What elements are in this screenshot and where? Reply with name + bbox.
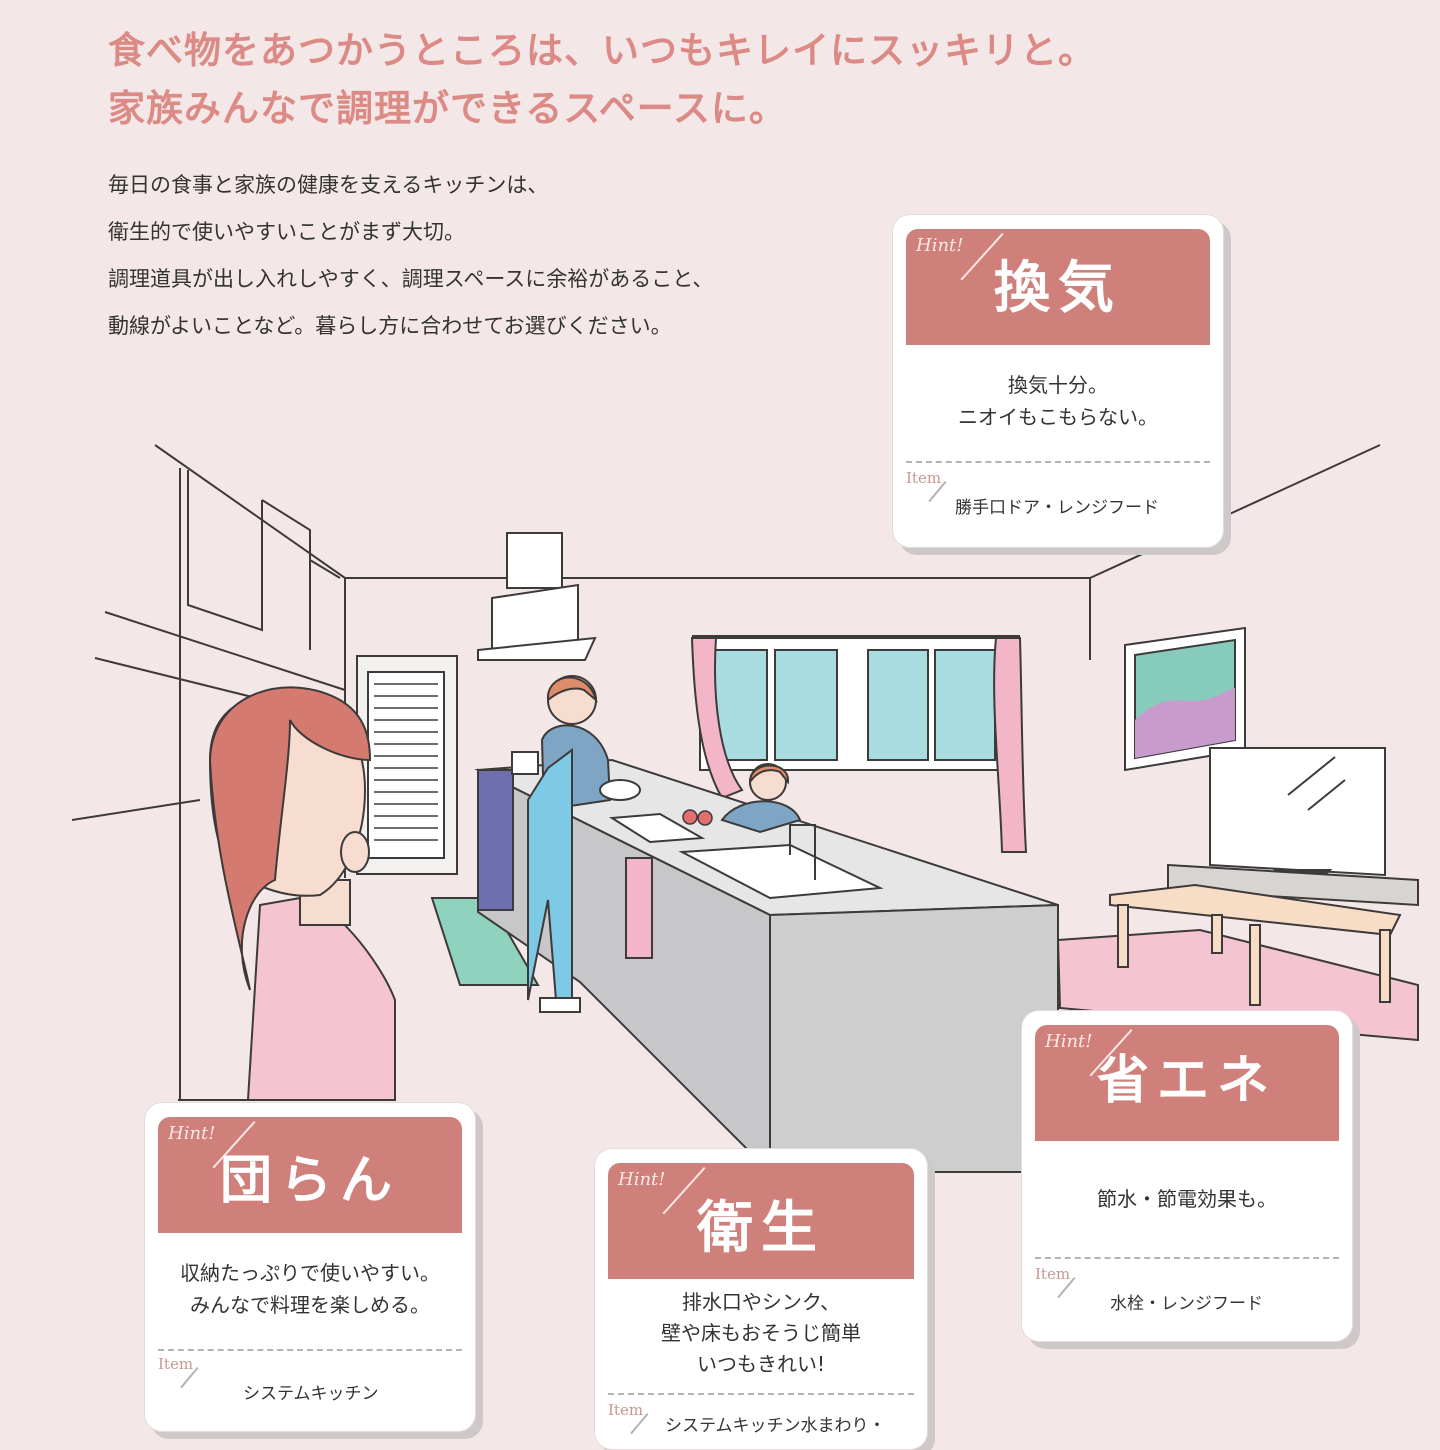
- hint-body: 収納たっぷりで使いやすい。 みんなで料理を楽しめる。: [145, 1257, 475, 1321]
- hint-title: 換気: [994, 256, 1122, 321]
- hint-title: 団らん: [219, 1151, 400, 1211]
- headline: 食べ物をあつかうところは、いつもキレイにスッキリと。 家族みんなで調理ができるス…: [108, 22, 1096, 138]
- item-text: 勝手口ドア・レンジフード: [955, 498, 1159, 518]
- hint-label: Hint!: [618, 1169, 666, 1190]
- item-label: Item: [1035, 1265, 1071, 1283]
- item-label: Item: [158, 1355, 194, 1373]
- item-label: Item: [608, 1401, 644, 1419]
- hint-card-hygiene: Hint! 衛生 排水口やシンク、 壁や床もおそうじ簡単 いつもきれい! Ite…: [594, 1148, 928, 1450]
- father-figure: [527, 675, 641, 1013]
- hint-band: Hint! 換気: [906, 229, 1210, 345]
- intro-text: 毎日の食事と家族の健康を支えるキッチンは、 衛生的で使いやすいことがまず大切。 …: [108, 162, 713, 350]
- hint-band: Hint! 団らん: [158, 1117, 462, 1233]
- hint-body: 換気十分。 ニオイもこもらない。: [893, 369, 1223, 433]
- intro-line: 調理道具が出し入れしやすく、調理スペースに余裕があること、: [108, 267, 714, 291]
- hint-band: Hint! 省エネ: [1035, 1025, 1339, 1141]
- child-figure: [720, 763, 802, 834]
- hint-body-line: 収納たっぷりで使いやすい。: [180, 1261, 440, 1285]
- room-walls: [71, 444, 1381, 1100]
- door: [356, 655, 458, 875]
- intro-line: 毎日の食事と家族の健康を支えるキッチンは、: [108, 173, 549, 197]
- pot: [511, 751, 539, 775]
- hint-title: 衛生: [697, 1196, 825, 1261]
- item-text: システムキッチン: [243, 1384, 379, 1404]
- item-text: 水栓・レンジフード: [1110, 1294, 1263, 1314]
- range-hood: [477, 532, 597, 661]
- hint-band: Hint! 衛生: [608, 1163, 914, 1279]
- sink-faucet: [789, 824, 816, 880]
- apples: [682, 809, 713, 826]
- hint-label: Hint!: [1045, 1031, 1093, 1052]
- intro-line: 衛生的で使いやすいことがまず大切。: [108, 220, 465, 244]
- door-louvers: [374, 683, 438, 841]
- wall-picture: [1124, 626, 1246, 772]
- hint-label: Hint!: [168, 1123, 216, 1144]
- mother-figure: [178, 686, 396, 1101]
- item-text: システムキッチン水まわり・: [665, 1416, 886, 1436]
- hint-title: 省エネ: [1096, 1051, 1277, 1111]
- hint-body-line: 換気十分。: [1008, 373, 1108, 397]
- item-label: Item: [906, 469, 942, 487]
- hint-label: Hint!: [916, 235, 964, 256]
- hint-card-ventilation: Hint! 換気 換気十分。 ニオイもこもらない。 Item 勝手口ドア・レンジ…: [892, 214, 1224, 548]
- hint-body-line: 壁や床もおそうじ簡単: [661, 1321, 861, 1345]
- hint-body-line: 節水・節電効果も。: [1097, 1187, 1277, 1211]
- tv: [1167, 747, 1419, 907]
- hint-body-line: いつもきれい!: [696, 1352, 826, 1376]
- curtains: [690, 637, 1028, 853]
- hint-body: 排水口やシンク、 壁や床もおそうじ簡単 いつもきれい!: [595, 1287, 927, 1380]
- hint-card-danran: Hint! 団らん 収納たっぷりで使いやすい。 みんなで料理を楽しめる。 Ite…: [144, 1102, 476, 1432]
- hint-body-line: みんなで料理を楽しめる。: [190, 1293, 430, 1317]
- hint-card-energy: Hint! 省エネ 節水・節電効果も。 Item 水栓・レンジフード: [1021, 1010, 1353, 1342]
- headline-line-2: 家族みんなで調理ができるスペースに。: [108, 87, 787, 130]
- floor-mat: [430, 897, 540, 986]
- hint-body-line: ニオイもこもらない。: [958, 405, 1158, 429]
- low-table: [1109, 883, 1402, 1006]
- window: [692, 635, 1020, 771]
- hint-body: 節水・節電効果も。: [1022, 1183, 1352, 1215]
- headline-line-1: 食べ物をあつかうところは、いつもキレイにスッキリと。: [108, 29, 1096, 72]
- hint-body-line: 排水口やシンク、: [681, 1290, 841, 1314]
- intro-line: 動線がよいことなど。暮らし方に合わせてお選びください。: [108, 314, 672, 338]
- towel: [625, 857, 653, 959]
